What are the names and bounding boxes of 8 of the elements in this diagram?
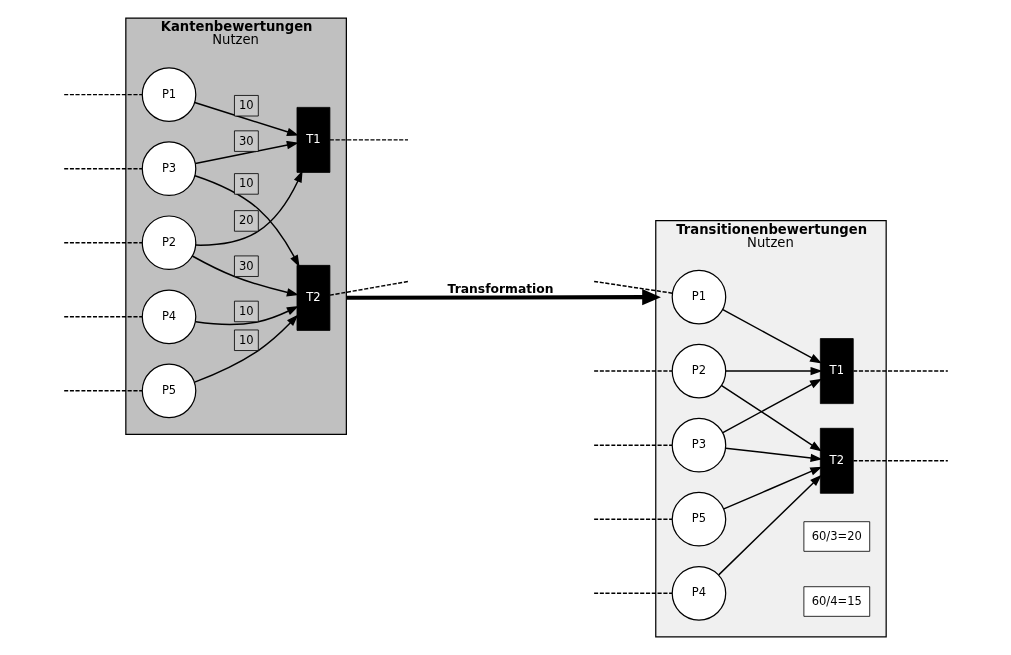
edge-label: 30 — [238, 133, 254, 148]
edge-label: 20 — [238, 213, 254, 228]
edge-label: 10 — [238, 176, 254, 191]
edge-label: Transformation — [447, 281, 554, 296]
edge-label: 10 — [238, 303, 254, 318]
edge-label: 30 — [238, 258, 254, 273]
edge-label: 10 — [238, 332, 254, 347]
edge-label: 10 — [238, 98, 254, 113]
